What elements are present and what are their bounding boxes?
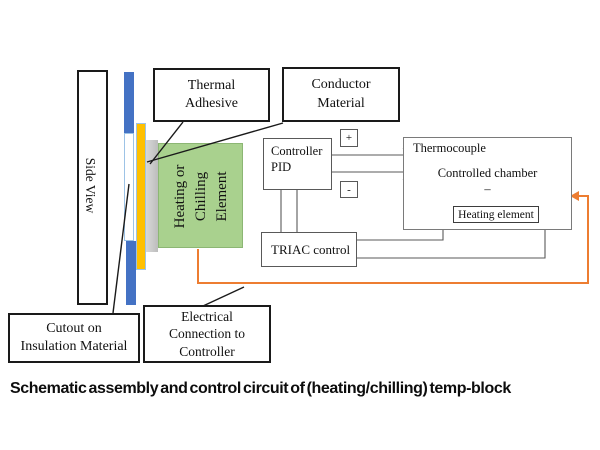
controlled-chamber-label: Controlled chamber bbox=[437, 166, 538, 180]
controller-line2: PID bbox=[271, 160, 292, 175]
conductor-material-line2: Material bbox=[317, 95, 365, 111]
chamber-box: Thermocouple Controlled chamber – Heatin… bbox=[403, 137, 572, 230]
insulation-bar-bottom bbox=[126, 241, 136, 305]
thermal-adhesive-callout-box: Thermal Adhesive bbox=[153, 68, 270, 122]
controller-line1: Controller bbox=[271, 144, 323, 158]
thermal-adhesive-line1: Thermal bbox=[187, 77, 236, 93]
side-view-label: Side View bbox=[83, 157, 99, 214]
element-block-line3: Element bbox=[214, 171, 230, 222]
element-block: Heating or Chilling Element bbox=[158, 143, 243, 248]
element-block-line2: Chilling bbox=[193, 171, 209, 222]
element-block-line1: Heating or bbox=[172, 164, 188, 229]
electrical-line2: Connection to bbox=[168, 326, 246, 342]
element-block-label: Heating or Chilling Element bbox=[159, 144, 244, 249]
cutout-line1: Cutout on bbox=[46, 320, 102, 336]
electrical-callout-box: Electrical Connection to Controller bbox=[143, 305, 271, 363]
triac-control-box: TRIAC control bbox=[261, 232, 357, 267]
electrical-callout-line bbox=[202, 286, 245, 307]
adhesive-bar bbox=[146, 140, 158, 252]
side-view-box: Side View bbox=[77, 70, 108, 305]
heating-element-box: Heating element bbox=[453, 206, 539, 223]
insulation-cutout-gap bbox=[124, 133, 134, 241]
electrical-line1: Electrical bbox=[181, 309, 233, 325]
conductor-bar bbox=[136, 123, 146, 270]
controller-pid-box: Controller PID bbox=[263, 138, 332, 190]
minus-terminal-box: - bbox=[340, 181, 358, 198]
cutout-callout-box: Cutout on Insulation Material bbox=[8, 313, 140, 363]
thermal-adhesive-line2: Adhesive bbox=[185, 96, 238, 111]
chamber-dash: – bbox=[484, 182, 491, 196]
thermocouple-label: Thermocouple bbox=[413, 141, 486, 155]
conductor-material-line1: Conductor bbox=[311, 77, 371, 93]
conductor-material-callout-box: Conductor Material bbox=[282, 67, 400, 122]
cutout-line2: Insulation Material bbox=[20, 339, 128, 354]
plus-terminal-box: + bbox=[340, 129, 358, 147]
electrical-line3: Controller bbox=[179, 343, 235, 359]
insulation-bar-top bbox=[124, 72, 134, 133]
figure-caption: Schematic assembly and control circuit o… bbox=[10, 380, 511, 397]
